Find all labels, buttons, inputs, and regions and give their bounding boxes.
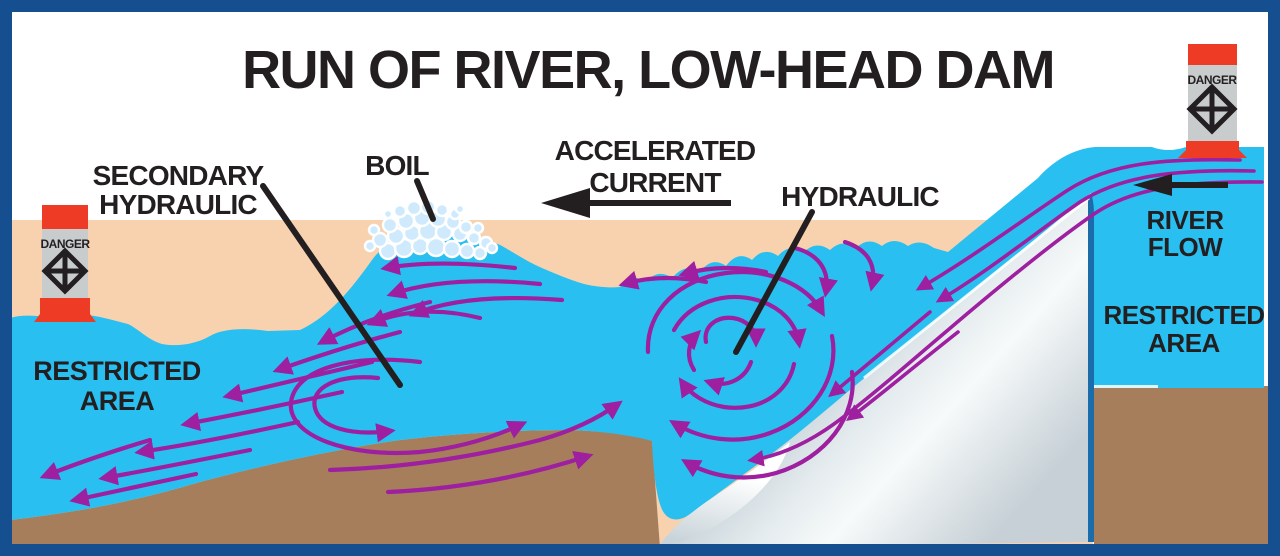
hydraulic-pointer <box>733 209 815 355</box>
danger-buoy-left: DANGER <box>34 205 96 322</box>
hydraulic-label: HYDRAULIC <box>781 181 939 212</box>
river-flow-label-line1: RIVER <box>1147 205 1225 235</box>
water <box>10 147 1264 520</box>
restricted-area-right-line1: RESTRICTED <box>1103 300 1264 330</box>
accelerated-current-label-line2: CURRENT <box>589 167 721 198</box>
boil-label: BOIL <box>365 150 429 181</box>
danger-buoy-left-label: DANGER <box>40 237 90 251</box>
diagram-title: RUN OF RIVER, LOW-HEAD DAM <box>242 40 1054 100</box>
secondary-hydraulic-pointer <box>260 183 403 388</box>
flow-arrows <box>39 157 1264 507</box>
boil-pointer <box>414 178 436 222</box>
current-arrows <box>541 174 1228 218</box>
secondary-hydraulic-label-line1: SECONDARY <box>93 160 265 191</box>
riverbed <box>10 386 1268 548</box>
river-flow-arrow <box>1133 174 1228 196</box>
secondary-hydraulic-label-line2: HYDRAULIC <box>99 189 257 220</box>
danger-buoy-right: DANGER <box>1178 44 1247 158</box>
dam-right-edge <box>1088 196 1094 542</box>
restricted-area-left-line1: RESTRICTED <box>33 356 201 386</box>
river-flow-label-line2: FLOW <box>1148 232 1223 262</box>
danger-diamond-icon <box>41 247 89 295</box>
bed-highlight <box>1094 385 1158 388</box>
danger-diamond-icon <box>1186 83 1238 135</box>
restricted-area-right-line2: AREA <box>1148 328 1220 358</box>
dam-toe-curl <box>659 196 1090 546</box>
accelerated-current-arrow <box>541 188 731 218</box>
accelerated-current-label-line1: ACCELERATED <box>555 135 756 166</box>
restricted-area-left-line2: AREA <box>80 386 155 416</box>
boil-bubbles <box>363 198 499 261</box>
danger-buoy-right-label: DANGER <box>1187 73 1237 87</box>
pointer-lines <box>260 178 815 388</box>
